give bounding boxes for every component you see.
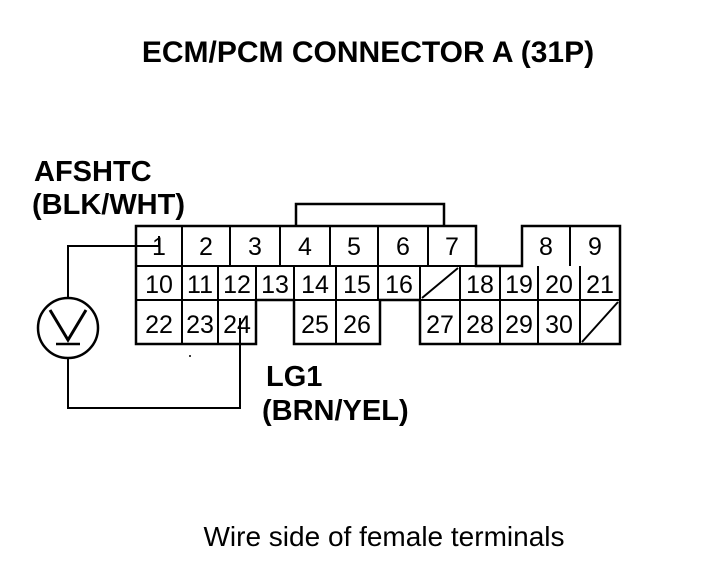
- probe-wires: [67, 236, 241, 409]
- pin-8: 8: [539, 233, 553, 261]
- pin-14: 14: [301, 271, 329, 299]
- connector-pins: 1 2 3 4 5 6 7 8 9 10 11 12 13 14 15 16 1…: [145, 233, 614, 339]
- pin-15: 15: [343, 271, 371, 299]
- pin-26: 26: [343, 311, 371, 339]
- speck: [189, 355, 191, 357]
- pin-9: 9: [588, 233, 602, 261]
- pin-21: 21: [586, 271, 614, 299]
- pin-18: 18: [466, 271, 494, 299]
- pin-27: 27: [426, 311, 454, 339]
- diagram-title: ECM/PCM CONNECTOR A (31P): [142, 36, 594, 69]
- pin-10: 10: [145, 271, 173, 299]
- pin-13: 13: [261, 271, 289, 299]
- connector-grid: [136, 226, 620, 344]
- pin-12: 12: [223, 271, 251, 299]
- wire-lg1: [67, 318, 241, 409]
- pin-2: 2: [199, 233, 213, 261]
- pin-29: 29: [505, 311, 533, 339]
- probe-top-color: (BLK/WHT): [32, 189, 185, 221]
- probe-bottom-color: (BRN/YEL): [262, 395, 409, 427]
- pin-30: 30: [545, 311, 573, 339]
- pin-11: 11: [187, 271, 213, 299]
- wire-afshtc: [67, 236, 160, 298]
- pin-16: 16: [385, 271, 413, 299]
- probe-bottom-name: LG1: [266, 361, 322, 393]
- blank-cavity-31-slash: [581, 301, 619, 343]
- pin-19: 19: [505, 271, 533, 299]
- pin-3: 3: [248, 233, 262, 261]
- probe-top-name: AFSHTC: [34, 156, 152, 188]
- blank-cavity-17-slash: [421, 267, 459, 299]
- pin-24: 24: [223, 311, 251, 339]
- pin-6: 6: [396, 233, 410, 261]
- voltmeter-icon: [36, 296, 100, 360]
- pin-22: 22: [145, 311, 173, 339]
- pin-28: 28: [466, 311, 494, 339]
- pin-23: 23: [186, 311, 214, 339]
- pin-20: 20: [545, 271, 573, 299]
- pin-4: 4: [298, 233, 312, 261]
- pin-5: 5: [347, 233, 361, 261]
- pin-25: 25: [301, 311, 329, 339]
- pin-7: 7: [445, 233, 459, 261]
- diagram-caption: Wire side of female terminals: [203, 521, 564, 552]
